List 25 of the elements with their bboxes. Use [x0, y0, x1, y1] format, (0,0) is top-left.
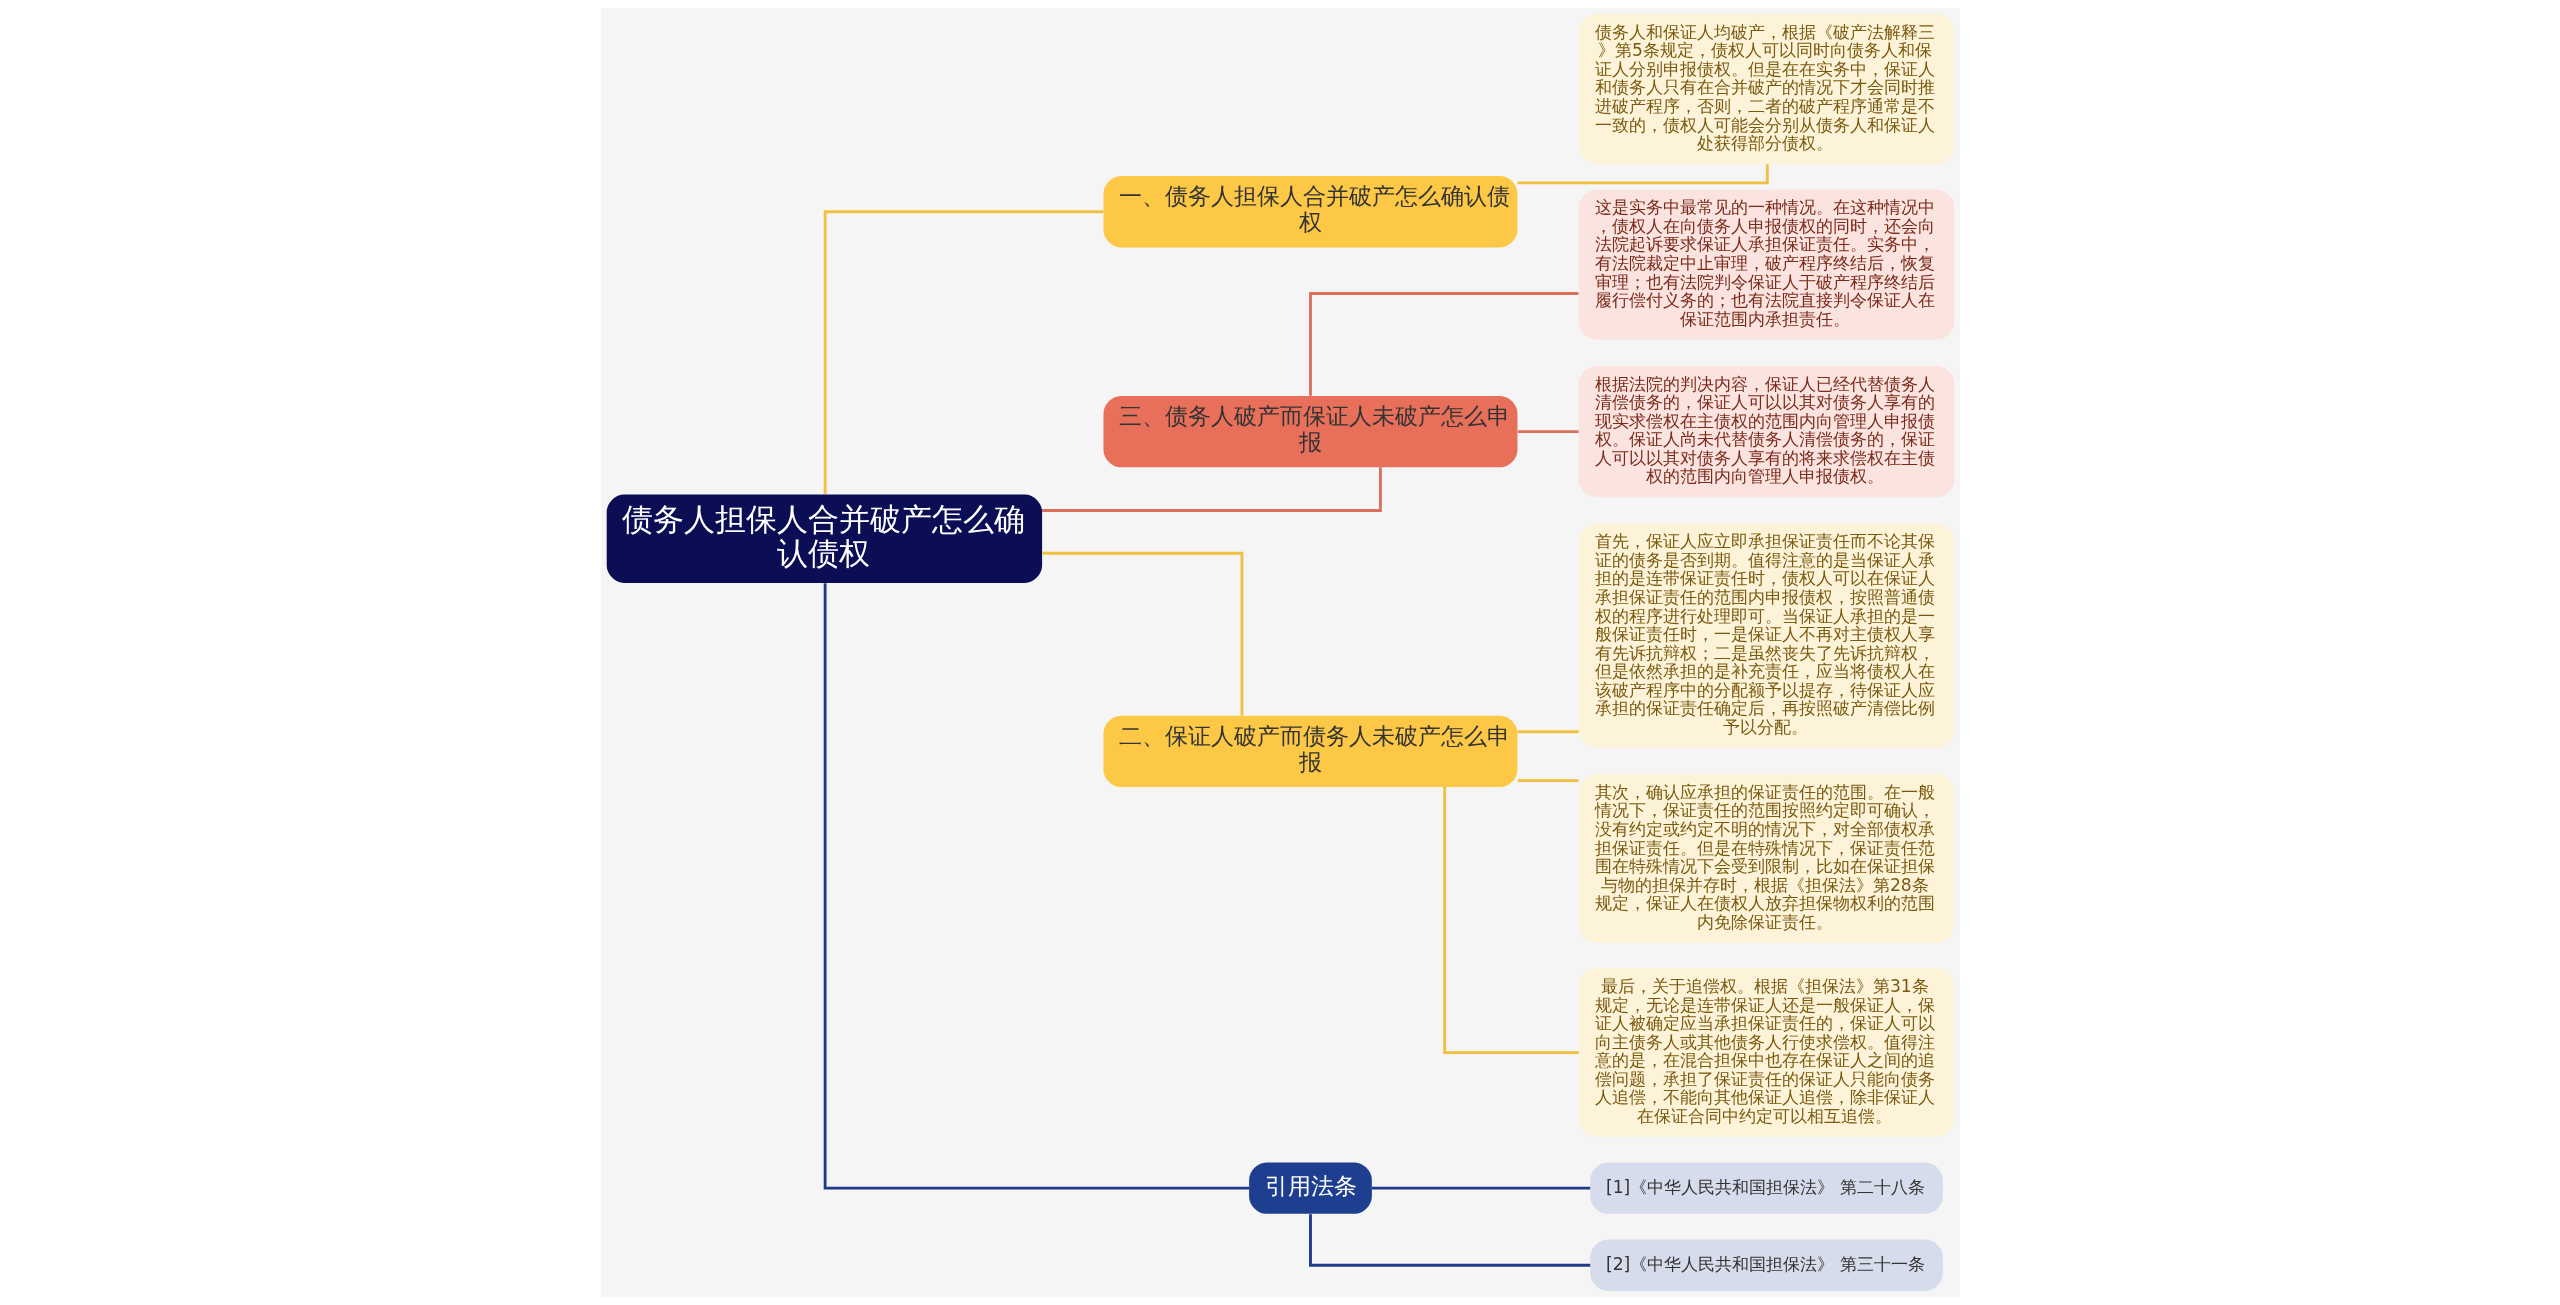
- node-box: 二、保证人破产而债务人未破产怎么申报: [1103, 715, 1517, 788]
- connector: [823, 210, 1103, 494]
- connector: [1041, 467, 1382, 512]
- connector: [1517, 164, 1769, 185]
- node-box: 其次，确认应承担的保证责任的范围。在一般情况下，保证责任的范围按照约定即可确认，没有约定或约定不明的情况下，对全部债权承担保证责任。但是在特殊情况下，保证责任范围在特殊情况下会受到限制，比如在保证担保与物的担保并存时，根据《担保法》第28条规定，保证人在债权人放弃担保物权利的范围内免除保证责任。: [1578, 774, 1954, 943]
- connector: [823, 583, 1249, 1190]
- connector: [1517, 730, 1579, 734]
- connector: [1308, 1214, 1590, 1267]
- connector: [1041, 551, 1243, 716]
- connector: [1308, 292, 1578, 396]
- node-box: 一、债务人担保人合并破产怎么确认债权: [1103, 176, 1517, 248]
- node-box: 这是实务中最常见的一种情况。在这种情况中，债权人在向债务人申报债权的同时，还会向法院起诉要求保证人承担保证责任。实务中，有法院裁定中止审理，破产程序终结后，恢复审理；也有法院判令保证人于破产程序终结后履行偿付义务的；也有法院直接判令保证人在保证范围内承担责任。: [1578, 189, 1954, 340]
- node-box: 引用法条: [1248, 1162, 1372, 1214]
- connector: [1371, 1186, 1590, 1190]
- node-box: 最后，关于追偿权。根据《担保法》第31条规定，无论是连带保证人还是一般保证人，保证人被确定应当承担保证责任的，保证人可以向主债务人或其他债务人行使求偿权。值得注意的是，在混合担保中也存在保证人之间的追偿问题，承担了保证责任的保证人只能向债务人追偿，不能向其他保证人追偿，除非保证人在保证合同中约定可以相互追偿。: [1578, 968, 1954, 1137]
- connector: [1517, 779, 1579, 783]
- node-box: 根据法院的判决内容，保证人已经代替债务人清偿债务的，保证人可以以其对债务人享有的现实求偿权在主债权的范围内向管理人申报债权。保证人尚未代替债务人清偿债务的，保证人可以以其对债务人享有的将来求偿权在主债权的范围内向管理人申报债权。: [1578, 365, 1954, 498]
- node-box: 债务人担保人合并破产怎么确认债权: [606, 494, 1042, 583]
- node-box: [1]《中华人民共和国担保法》 第二十八条: [1589, 1162, 1943, 1214]
- node-box: [2]《中华人民共和国担保法》 第三十一条: [1589, 1239, 1943, 1291]
- node-box: 首先，保证人应立即承担保证责任而不论其保证的债务是否到期。值得注意的是当保证人承担的是连带保证责任时，债权人可以在保证人承担保证责任的范围内申报债权，按照普通债权的程序进行处理即可。当保证人承担的是一般保证责任时，一是保证人不再对主债权人享有先诉抗辩权；二是虽然丧失了先诉抗辩权，但是依然承担的是补充责任，应当将债权人在该破产程序中的分配额予以提存，待保证人应承担的保证责任确定后，再按照破产清偿比例予以分配。: [1578, 523, 1954, 748]
- connector: [1517, 430, 1579, 433]
- node-box: 债务人和保证人均破产，根据《破产法解释三》第5条规定，债权人可以同时向债务人和保证人分别申报债权。但是在在实务中，保证人和债务人只有在合并破产的情况下才会同时推进破产程序，否则，二者的破产程序通常是不一致的，债权人可能会分别从债务人和保证人处获得部分债权。: [1578, 14, 1954, 164]
- connector: [1442, 787, 1579, 1054]
- node-box: 三、债务人破产而保证人未破产怎么申报: [1103, 395, 1517, 468]
